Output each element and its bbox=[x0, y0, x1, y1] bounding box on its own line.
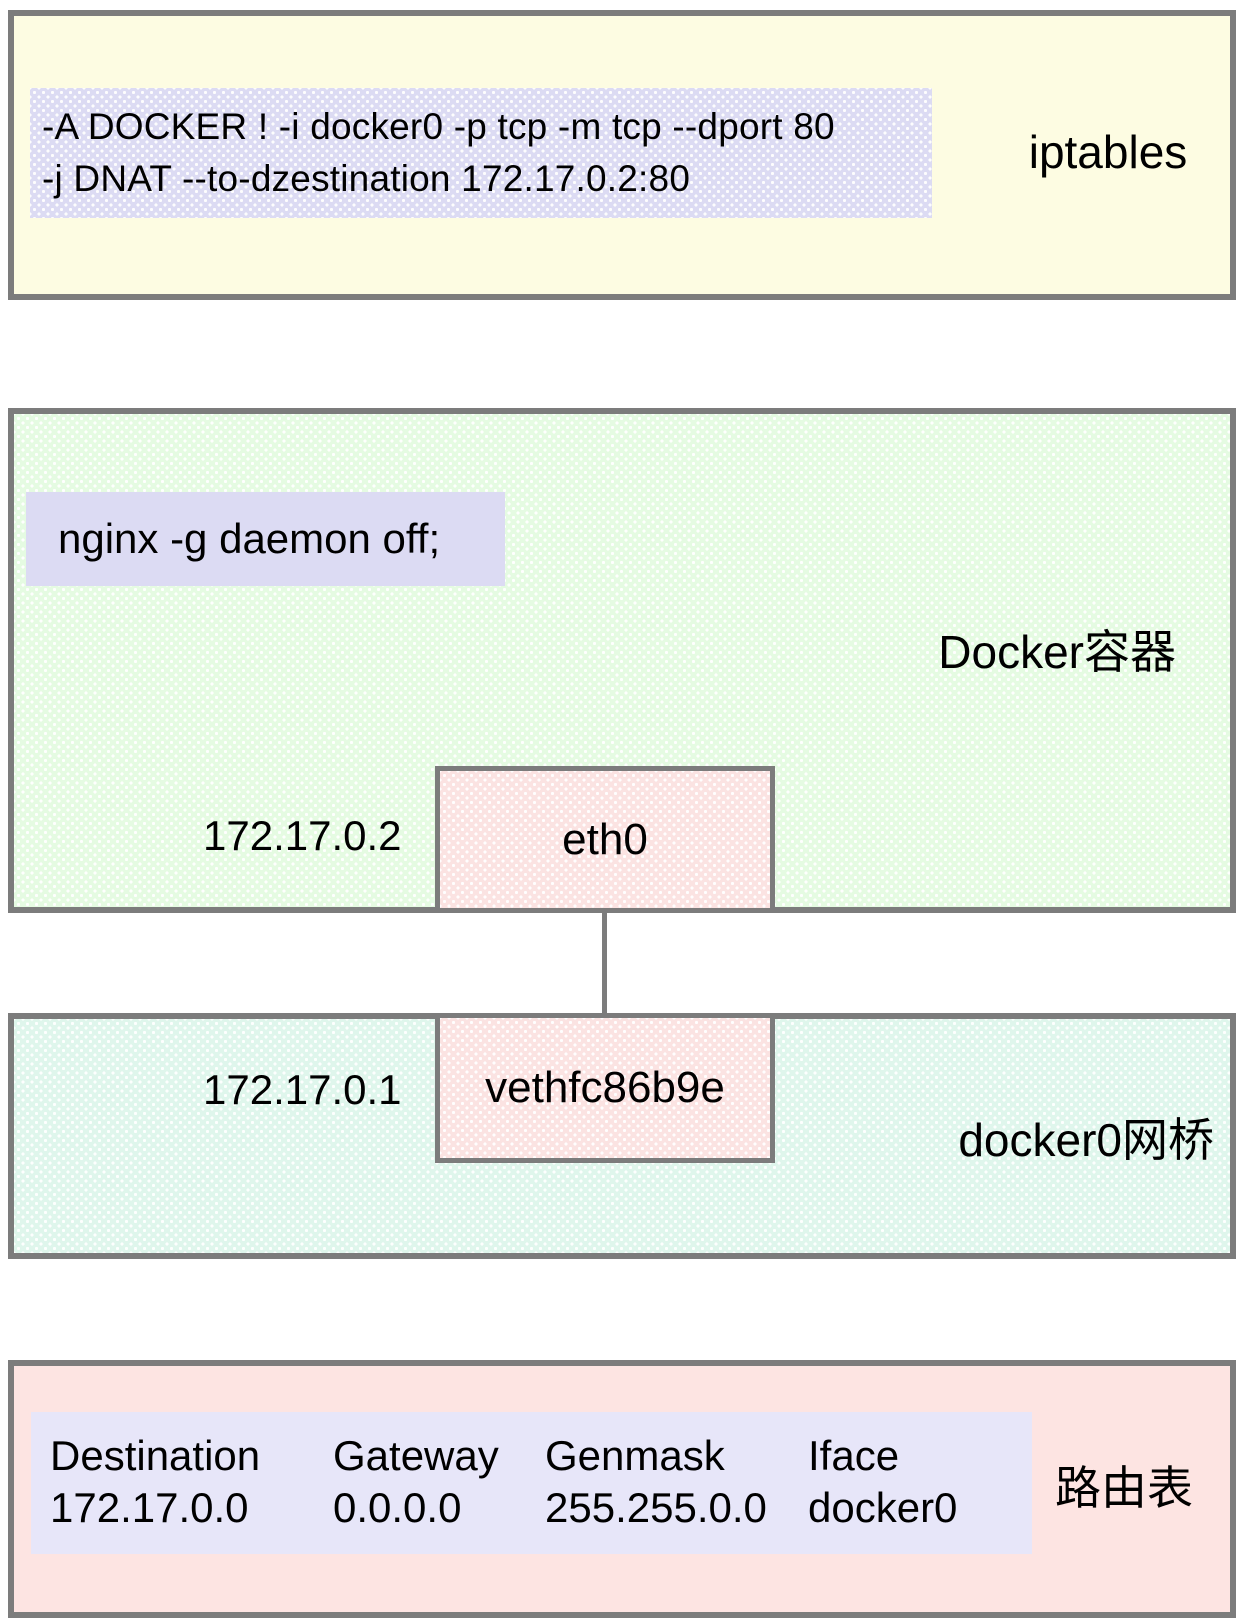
iptables-rule-line1: -A DOCKER ! -i docker0 -p tcp -m tcp --d… bbox=[42, 106, 835, 147]
docker-container-section: nginx -g daemon off; Docker容器 172.17.0.2… bbox=[8, 408, 1236, 913]
route-table-header-row: Destination Gateway Genmask Iface bbox=[50, 1430, 1032, 1482]
route-header-iface: Iface bbox=[808, 1432, 900, 1479]
route-table-section: Destination Gateway Genmask Iface 172.17… bbox=[8, 1360, 1236, 1618]
route-table-label: 路由表 bbox=[1055, 1462, 1193, 1514]
bridge-ip-label: 172.17.0.1 bbox=[203, 1066, 402, 1113]
docker-container-label: Docker容器 bbox=[938, 626, 1176, 678]
nginx-command-box: nginx -g daemon off; bbox=[26, 492, 505, 586]
iptables-rule-code-box: -A DOCKER ! -i docker0 -p tcp -m tcp --d… bbox=[30, 88, 932, 218]
iptables-section-label: iptables bbox=[1028, 126, 1188, 178]
route-value-gateway: 0.0.0.0 bbox=[333, 1484, 462, 1531]
route-value-iface: docker0 bbox=[808, 1484, 958, 1531]
route-header-genmask: Genmask bbox=[545, 1432, 725, 1479]
iptables-section: -A DOCKER ! -i docker0 -p tcp -m tcp --d… bbox=[8, 10, 1236, 300]
route-value-genmask: 255.255.0.0 bbox=[545, 1484, 767, 1531]
eth0-interface-box: eth0 bbox=[435, 766, 775, 913]
route-table-box: Destination Gateway Genmask Iface 172.17… bbox=[31, 1412, 1032, 1554]
container-ip-label: 172.17.0.2 bbox=[203, 812, 402, 859]
iptables-rule-line2: -j DNAT --to-dzestination 172.17.0.2:80 bbox=[42, 158, 691, 199]
docker0-bridge-label: docker0网桥 bbox=[958, 1114, 1214, 1166]
eth0-veth-connector-line bbox=[602, 913, 607, 1013]
veth-interface-box: vethfc86b9e bbox=[435, 1013, 775, 1163]
route-header-destination: Destination bbox=[50, 1432, 261, 1479]
route-header-gateway: Gateway bbox=[333, 1432, 499, 1479]
route-table-value-row: 172.17.0.0 0.0.0.0 255.255.0.0 docker0 bbox=[50, 1482, 1032, 1534]
route-value-destination: 172.17.0.0 bbox=[50, 1484, 249, 1531]
docker0-bridge-section: vethfc86b9e 172.17.0.1 docker0网桥 bbox=[8, 1013, 1236, 1259]
